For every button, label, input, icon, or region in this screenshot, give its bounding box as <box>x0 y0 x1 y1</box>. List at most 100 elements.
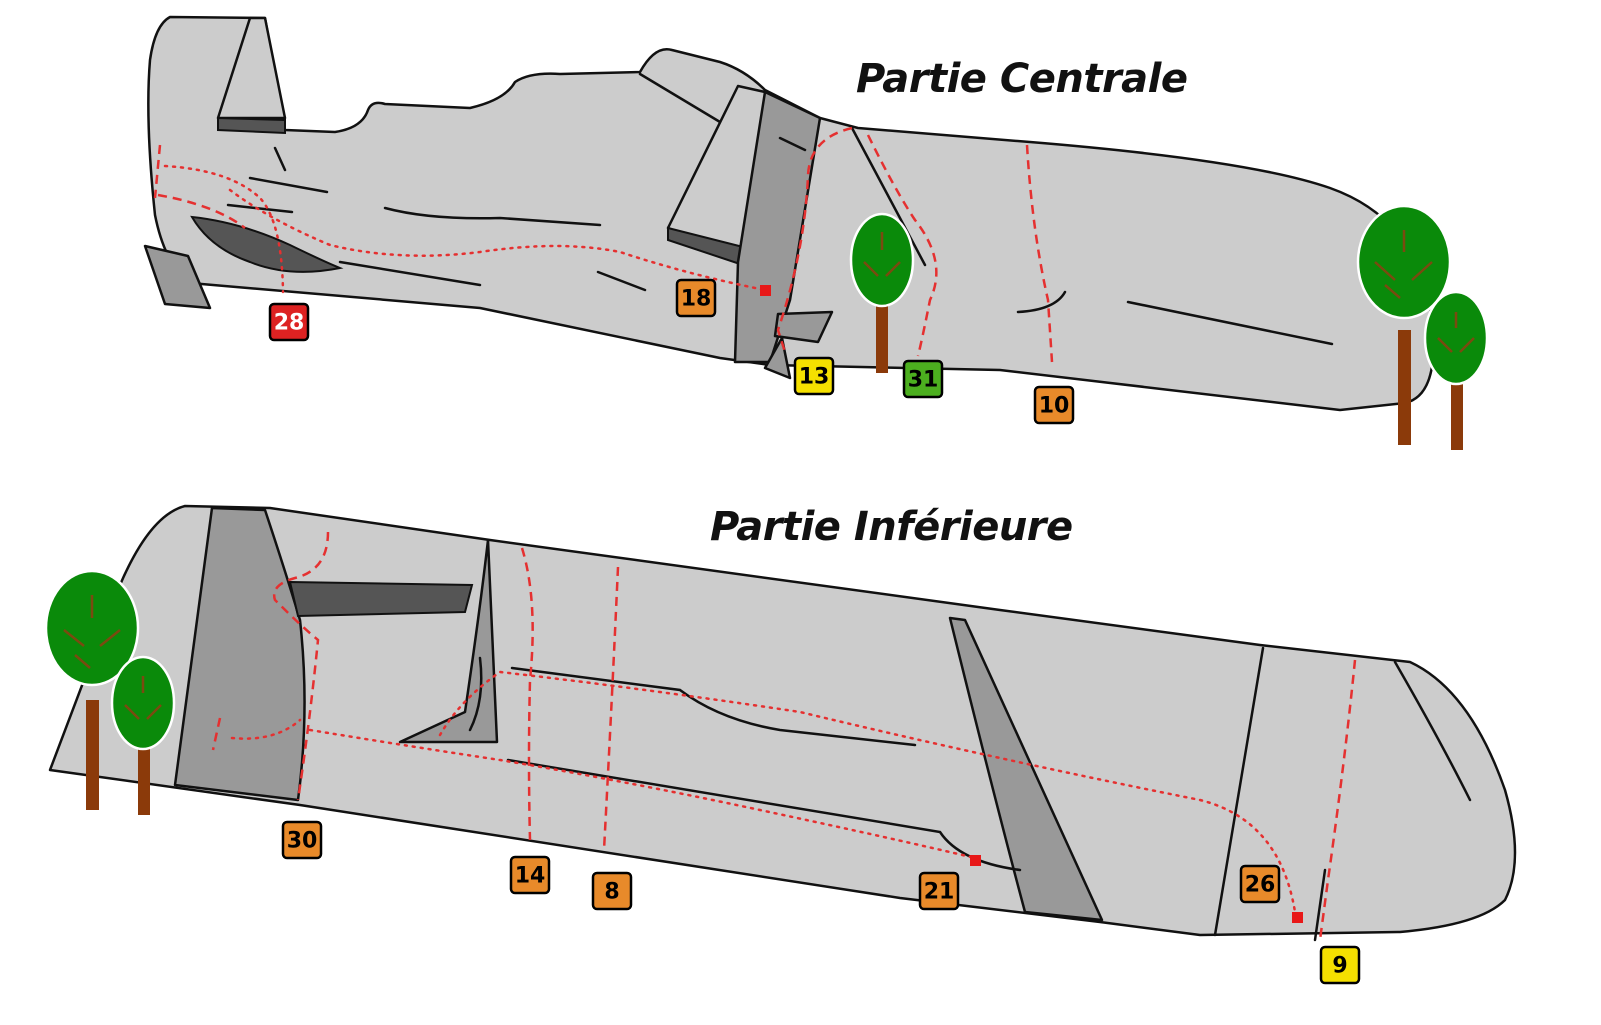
route-number: 31 <box>908 368 939 393</box>
central-crack-2 <box>226 203 294 214</box>
route-badge-box <box>1319 945 1361 985</box>
route-badge-box <box>1033 385 1075 425</box>
inferior-crack-6 <box>468 656 483 732</box>
tree-trunk <box>1451 375 1463 450</box>
inferior-boulder <box>48 504 1517 942</box>
central-route-line-left <box>153 144 162 199</box>
central-route-28 <box>163 164 285 294</box>
inferior-route-8 <box>602 566 620 851</box>
tree-crown <box>849 212 915 308</box>
central-crack-7 <box>638 72 722 124</box>
route-number: 13 <box>799 365 830 390</box>
route-badges: 28 18 13 31 10 30 14 8 21 26 9 <box>268 278 1361 985</box>
central-crack-9 <box>1016 290 1067 314</box>
inferior-route-14 <box>520 547 534 841</box>
route-number: 10 <box>1039 394 1070 419</box>
route-badge-31: 31 <box>902 359 944 399</box>
central-anchor <box>760 285 771 296</box>
route-number: 9 <box>1332 954 1347 979</box>
route-badge-18: 18 <box>675 278 717 318</box>
inferior-route-9 <box>1318 659 1357 941</box>
central-title: Partie Centrale <box>856 56 1188 102</box>
central-route-10 <box>1025 144 1054 363</box>
tree-crown <box>1423 290 1489 386</box>
inferior-title: Partie Inférieure <box>710 504 1073 550</box>
inferior-crack-1 <box>510 666 917 747</box>
tree-crown <box>110 655 176 751</box>
central-fin <box>216 16 287 120</box>
central-fin-shadow <box>217 116 286 135</box>
route-badge-26: 26 <box>1239 864 1281 904</box>
central-crack-10 <box>1126 300 1334 346</box>
inferior-route-21 <box>308 728 977 860</box>
route-badge-10: 10 <box>1033 385 1075 425</box>
tree-leaf <box>1374 230 1433 299</box>
central-crack-5 <box>338 260 482 287</box>
inferior-crack-5 <box>1313 868 1327 942</box>
tree-trunk <box>876 300 888 373</box>
route-number: 30 <box>287 829 318 854</box>
route-number: 8 <box>604 880 619 905</box>
central-route-18 <box>228 188 767 292</box>
central-route-13 <box>776 126 853 353</box>
route-badge-box <box>268 302 310 342</box>
route-badge-21: 21 <box>918 871 960 911</box>
route-badge-box <box>902 359 944 399</box>
inferior-crack-2 <box>506 758 1022 872</box>
tree-leaf <box>1437 312 1475 353</box>
inferior-fin <box>398 538 499 744</box>
tree-leaf <box>124 676 162 720</box>
inferior-route-start <box>211 717 222 751</box>
central-boulder <box>143 15 1435 412</box>
central-route-31 <box>866 134 938 357</box>
inferior-slab-right <box>948 616 1104 922</box>
route-badge-box <box>281 820 323 860</box>
route-number: 18 <box>681 287 712 312</box>
inferior-anchor-21 <box>970 855 981 866</box>
tree-crown <box>1356 204 1452 320</box>
tree-trunk <box>138 740 150 815</box>
tree-trunk <box>1398 330 1411 445</box>
route-badge-box <box>509 855 551 895</box>
route-badge-28: 28 <box>268 302 310 342</box>
route-badge-30: 30 <box>281 820 323 860</box>
tree-group-central-right <box>1356 204 1489 450</box>
central-route-28-start <box>157 193 246 229</box>
tree-leaf <box>63 595 121 669</box>
inferior-route-26 <box>438 670 1297 914</box>
route-number: 26 <box>1245 873 1276 898</box>
route-badge-8: 8 <box>591 871 633 911</box>
route-number: 14 <box>515 864 546 889</box>
route-badge-box <box>591 871 633 911</box>
route-badge-box <box>1239 864 1281 904</box>
inferior-anchor-26 <box>1292 912 1303 923</box>
route-number: 21 <box>924 880 955 905</box>
central-crack-3 <box>273 146 287 172</box>
route-badge-14: 14 <box>509 855 551 895</box>
inferior-roof <box>288 580 474 618</box>
central-overhang <box>190 215 344 273</box>
route-badge-13: 13 <box>793 356 835 396</box>
central-flake-left <box>143 244 212 310</box>
route-badge-box <box>918 871 960 911</box>
inferior-route-30 <box>272 531 330 801</box>
tree-trunk <box>86 700 99 810</box>
tree-central-middle <box>849 212 915 373</box>
route-badge-9: 9 <box>1319 945 1361 985</box>
central-crack-8 <box>850 126 927 267</box>
inferior-crack-3 <box>1213 646 1265 937</box>
route-number: 28 <box>274 311 305 336</box>
tree-crown <box>44 569 140 687</box>
route-badge-box <box>793 356 835 396</box>
route-badge-box <box>675 278 717 318</box>
central-crack-6 <box>596 270 647 292</box>
central-crack-4 <box>383 206 602 227</box>
inferior-route-30-traverse <box>230 718 302 740</box>
tree-group-inferior-left <box>44 569 176 815</box>
tree-leaf <box>863 232 901 277</box>
central-crack-11 <box>778 136 807 152</box>
inferior-crack-4 <box>1393 660 1472 802</box>
central-crack-1 <box>248 176 329 194</box>
central-flake-small <box>773 310 834 344</box>
